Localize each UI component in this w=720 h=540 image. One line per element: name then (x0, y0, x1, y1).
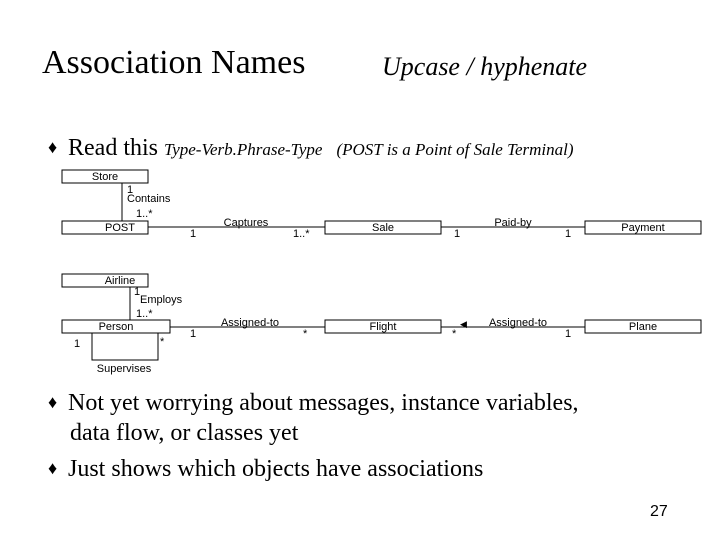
mult-person-assigned: 1 (190, 328, 196, 340)
class-label-plane: Plane (629, 321, 657, 333)
bullet-not-yet-line1: Not yet worrying about messages, instanc… (68, 390, 579, 416)
class-box-plane (584, 319, 702, 334)
assoc-label-contains: Contains (127, 193, 171, 205)
mult-supervises-left: 1 (74, 338, 80, 350)
assoc-label-assigned-to-1: Assigned-to (221, 317, 279, 329)
mult-post-captures: 1 (190, 228, 196, 240)
diagram-store-pos: Store 1 Contains 1..* POST Captures 1 1.… (61, 169, 702, 240)
mult-sale-captures: 1..* (293, 228, 310, 240)
class-label-flight: Flight (370, 321, 397, 333)
bullet-just-shows-text: Just shows which objects have associatio… (68, 456, 484, 482)
class-label-person: Person (99, 321, 134, 333)
mult-plane-assigned: 1 (565, 328, 571, 340)
direction-arrow-icon: ◀ (460, 319, 467, 329)
class-label-payment: Payment (621, 222, 664, 234)
bullet-read-this: ♦ Read this Type-Verb.Phrase-Type (POST is… (48, 132, 574, 165)
bullet-pattern-text: Type-Verb.Phrase-Type (164, 140, 323, 159)
assoc-label-supervises: Supervises (97, 363, 152, 375)
class-label-store: Store (92, 171, 118, 183)
class-label-post: POST (105, 222, 135, 234)
assoc-label-captures: Captures (224, 217, 269, 229)
bullet-not-yet: ♦ Not yet worrying about messages, instan… (48, 387, 579, 448)
mult-sale-paid: 1 (454, 228, 460, 240)
mult-supervises-right: * (160, 336, 165, 348)
class-box-payment (584, 220, 702, 235)
assoc-label-assigned-to-2: Assigned-to (489, 317, 547, 329)
class-label-airline: Airline (105, 275, 136, 287)
bullet-not-yet-line2: data flow, or classes yet (70, 420, 299, 446)
mult-post-contains: 1..* (136, 208, 153, 220)
assoc-label-paid-by: Paid-by (494, 217, 532, 229)
diagram-airline: Airline 1 Employs 1..* Person Assigned-t… (61, 273, 702, 375)
class-box-airline (61, 273, 149, 288)
page-number: 27 (650, 503, 668, 520)
slide-subtitle: Upcase / hyphenate (382, 52, 588, 81)
mult-store-contains: 1 (127, 184, 133, 196)
diamond-bullet-icon: ♦ (48, 392, 58, 412)
slide-title: Association Names (42, 44, 306, 81)
bullet-just-shows: ♦ Just shows which objects have associati… (48, 453, 483, 484)
diamond-bullet-icon: ♦ (48, 458, 58, 478)
diamond-bullet-icon: ♦ (48, 137, 58, 157)
assoc-label-employs: Employs (140, 294, 183, 306)
mult-flight-assigned2: * (452, 328, 457, 340)
class-label-sale: Sale (372, 222, 394, 234)
class-box-store (61, 169, 149, 184)
mult-airline-employs: 1 (134, 286, 140, 298)
mult-payment-paid: 1 (565, 228, 571, 240)
mult-flight-assigned: * (303, 328, 308, 340)
mult-person-employs: 1..* (136, 308, 153, 320)
assoc-line-supervises (91, 333, 159, 361)
bullet-lead-text: Read this (68, 135, 158, 161)
bullet-note-text: (POST is a Point of Sale Terminal) (336, 140, 574, 159)
